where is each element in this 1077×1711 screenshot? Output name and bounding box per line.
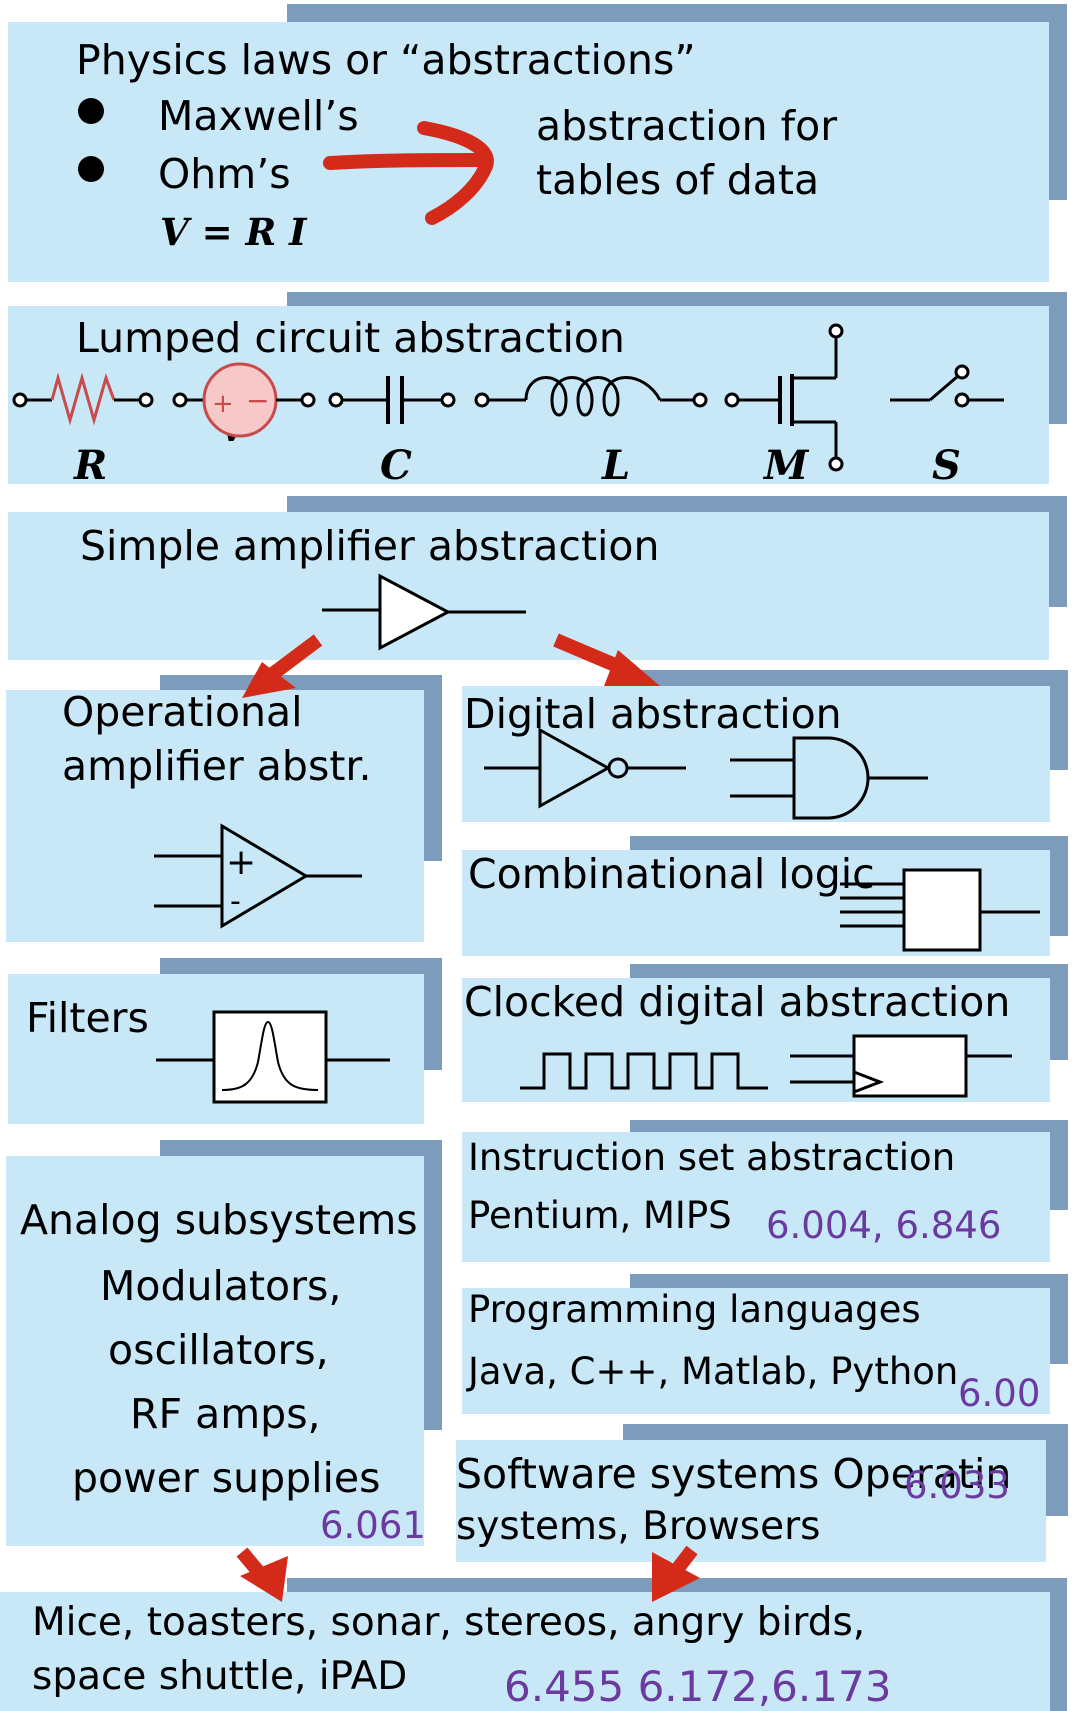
svg-text:−: −: [246, 384, 269, 417]
bullet-dot-1: [78, 98, 104, 124]
programming-box: [462, 1288, 1050, 1414]
inductor-symbol: [474, 376, 708, 417]
svg-text:+: +: [212, 389, 234, 419]
opamp-symbol: [154, 823, 362, 929]
bottom-box: [0, 1592, 1050, 1711]
amplifier-triangle-symbol: [322, 573, 526, 651]
analog-line4: RF amps,: [130, 1390, 321, 1438]
bottom-course-numbers: 6.455 6.172,6.173: [504, 1662, 892, 1711]
resistor-symbol: [12, 372, 154, 426]
red-arrow-bottom-right: [652, 1545, 700, 1602]
opamp-plus: +: [226, 842, 257, 883]
ohms-law-equation: V = R I: [160, 210, 307, 254]
amplifier-title: Simple amplifier abstraction: [80, 522, 660, 570]
instruction-sub: Pentium, MIPS: [468, 1194, 732, 1237]
combinational-block-symbol: [840, 868, 1040, 952]
label-R: R: [74, 442, 108, 489]
analog-line3: oscillators,: [108, 1326, 329, 1374]
bottom-line1: Mice, toasters, sonar, stereos, angry bi…: [32, 1600, 866, 1645]
label-C: C: [380, 442, 412, 489]
and-gate-symbol: [730, 736, 928, 820]
digital-box: [462, 686, 1050, 822]
software-line1: Software systems Operatin: [456, 1450, 1012, 1498]
programming-title: Programming languages: [468, 1288, 921, 1331]
switch-symbol: [890, 364, 1004, 408]
programming-course-number: 6.00: [958, 1372, 1041, 1415]
software-line2: systems, Browsers: [456, 1504, 821, 1549]
analog-box: [6, 1156, 424, 1546]
opamp-title-line1: Operational: [62, 688, 303, 736]
bullet-ohm: Ohm’s: [158, 150, 291, 198]
analog-line2: Modulators,: [100, 1262, 342, 1310]
filters-title: Filters: [26, 994, 149, 1042]
filter-symbol: [156, 1010, 390, 1104]
clocked-title: Clocked digital abstraction: [464, 978, 1011, 1026]
abstraction-for-label: abstraction for: [536, 102, 838, 150]
instruction-course-number: 6.004, 6.846: [766, 1204, 1002, 1247]
opamp-box: [6, 690, 424, 942]
label-L: L: [602, 442, 631, 489]
software-course-number: 6.033: [904, 1464, 1010, 1507]
red-arrow-bottom-left: [236, 1547, 288, 1602]
analog-line5: power supplies: [72, 1454, 381, 1502]
capacitor-symbol: [328, 376, 456, 424]
bullet-maxwell: Maxwell’s: [158, 92, 359, 140]
amplifier-box: [8, 512, 1049, 660]
inverter-symbol: [484, 727, 686, 809]
voltage-source-symbol: + −: [172, 362, 316, 438]
programming-sub: Java, C++, Matlab, Python: [468, 1350, 959, 1393]
red-arrow-down-right: [553, 633, 660, 686]
analog-line1: Analog subsystems: [20, 1196, 418, 1244]
label-M: M: [764, 442, 809, 489]
tables-of-data-label: tables of data: [536, 156, 820, 204]
analog-course-number: 6.061: [320, 1504, 426, 1547]
instruction-box: [462, 1132, 1050, 1262]
software-box: [456, 1440, 1046, 1562]
opamp-title-line2: amplifier abstr.: [62, 742, 372, 790]
mosfet-symbol: [724, 323, 844, 472]
bottom-line2: space shuttle, iPAD: [32, 1654, 408, 1699]
red-arrow-down-left: [242, 634, 323, 698]
physics-title: Physics laws or “abstractions”: [76, 36, 696, 84]
opamp-minus: -: [230, 884, 241, 919]
clock-waveform-symbol: [520, 1052, 768, 1090]
label-S: S: [932, 442, 961, 489]
instruction-title: Instruction set abstraction: [468, 1136, 956, 1179]
lumped-title: Lumped circuit abstraction: [76, 314, 625, 362]
red-arrow-right: [323, 121, 494, 225]
combinational-title: Combinational logic: [468, 850, 875, 898]
physics-box: [8, 22, 1049, 282]
digital-title: Digital abstraction: [464, 690, 842, 738]
register-symbol: [790, 1034, 1012, 1098]
bullet-dot-2: [78, 156, 104, 182]
